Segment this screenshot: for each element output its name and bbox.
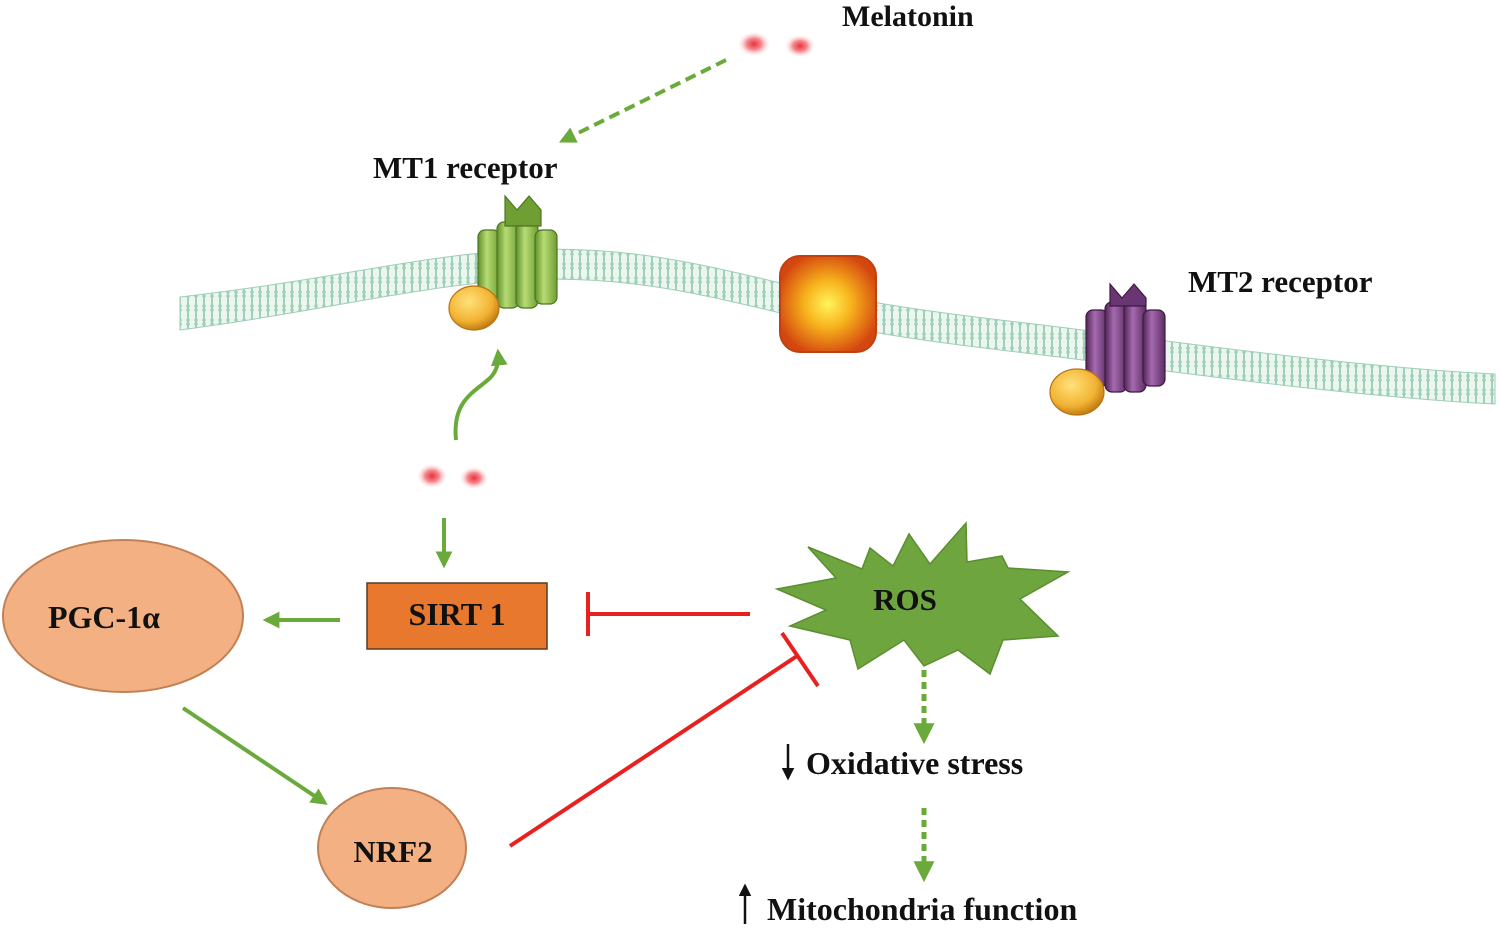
pgc-node bbox=[2, 539, 244, 693]
melatonin-molecules-intracellular bbox=[416, 463, 489, 490]
mitochondria-function-label: Mitochondria function bbox=[767, 891, 1077, 927]
mt1-receptor-label: MT1 receptor bbox=[373, 150, 558, 185]
mt2-receptor-icon bbox=[1085, 282, 1166, 393]
ion-channel-icon bbox=[779, 255, 877, 353]
mt1-receptor-icon bbox=[477, 194, 558, 309]
cell-membrane bbox=[179, 248, 1496, 405]
sirt1-label: SIRT 1 bbox=[409, 596, 506, 632]
nrf2-label: NRF2 bbox=[353, 834, 432, 869]
ros-inhibits-sirt1 bbox=[586, 592, 750, 636]
melatonin-to-mt1-arrow bbox=[558, 58, 727, 143]
mt2-receptor-label: MT2 receptor bbox=[1188, 264, 1373, 299]
sirt1-box bbox=[366, 582, 548, 650]
pgc-to-nrf2-arrow bbox=[181, 706, 328, 805]
oxidative-stress-label: Oxidative stress bbox=[806, 745, 1023, 781]
pgc-label: PGC-1α bbox=[48, 599, 160, 635]
melatonin-label: Melatonin bbox=[842, 0, 974, 33]
ros-label: ROS bbox=[873, 582, 937, 617]
nrf2-node bbox=[317, 787, 467, 909]
mt2-g-protein-icon bbox=[1049, 368, 1105, 416]
nrf2-inhibits-ros bbox=[508, 631, 820, 848]
ros-burst-icon bbox=[774, 521, 1071, 676]
curved-arrow-to-mt1 bbox=[453, 348, 508, 441]
melatonin-molecules-top bbox=[737, 31, 816, 58]
mt1-g-protein-icon bbox=[448, 285, 500, 331]
